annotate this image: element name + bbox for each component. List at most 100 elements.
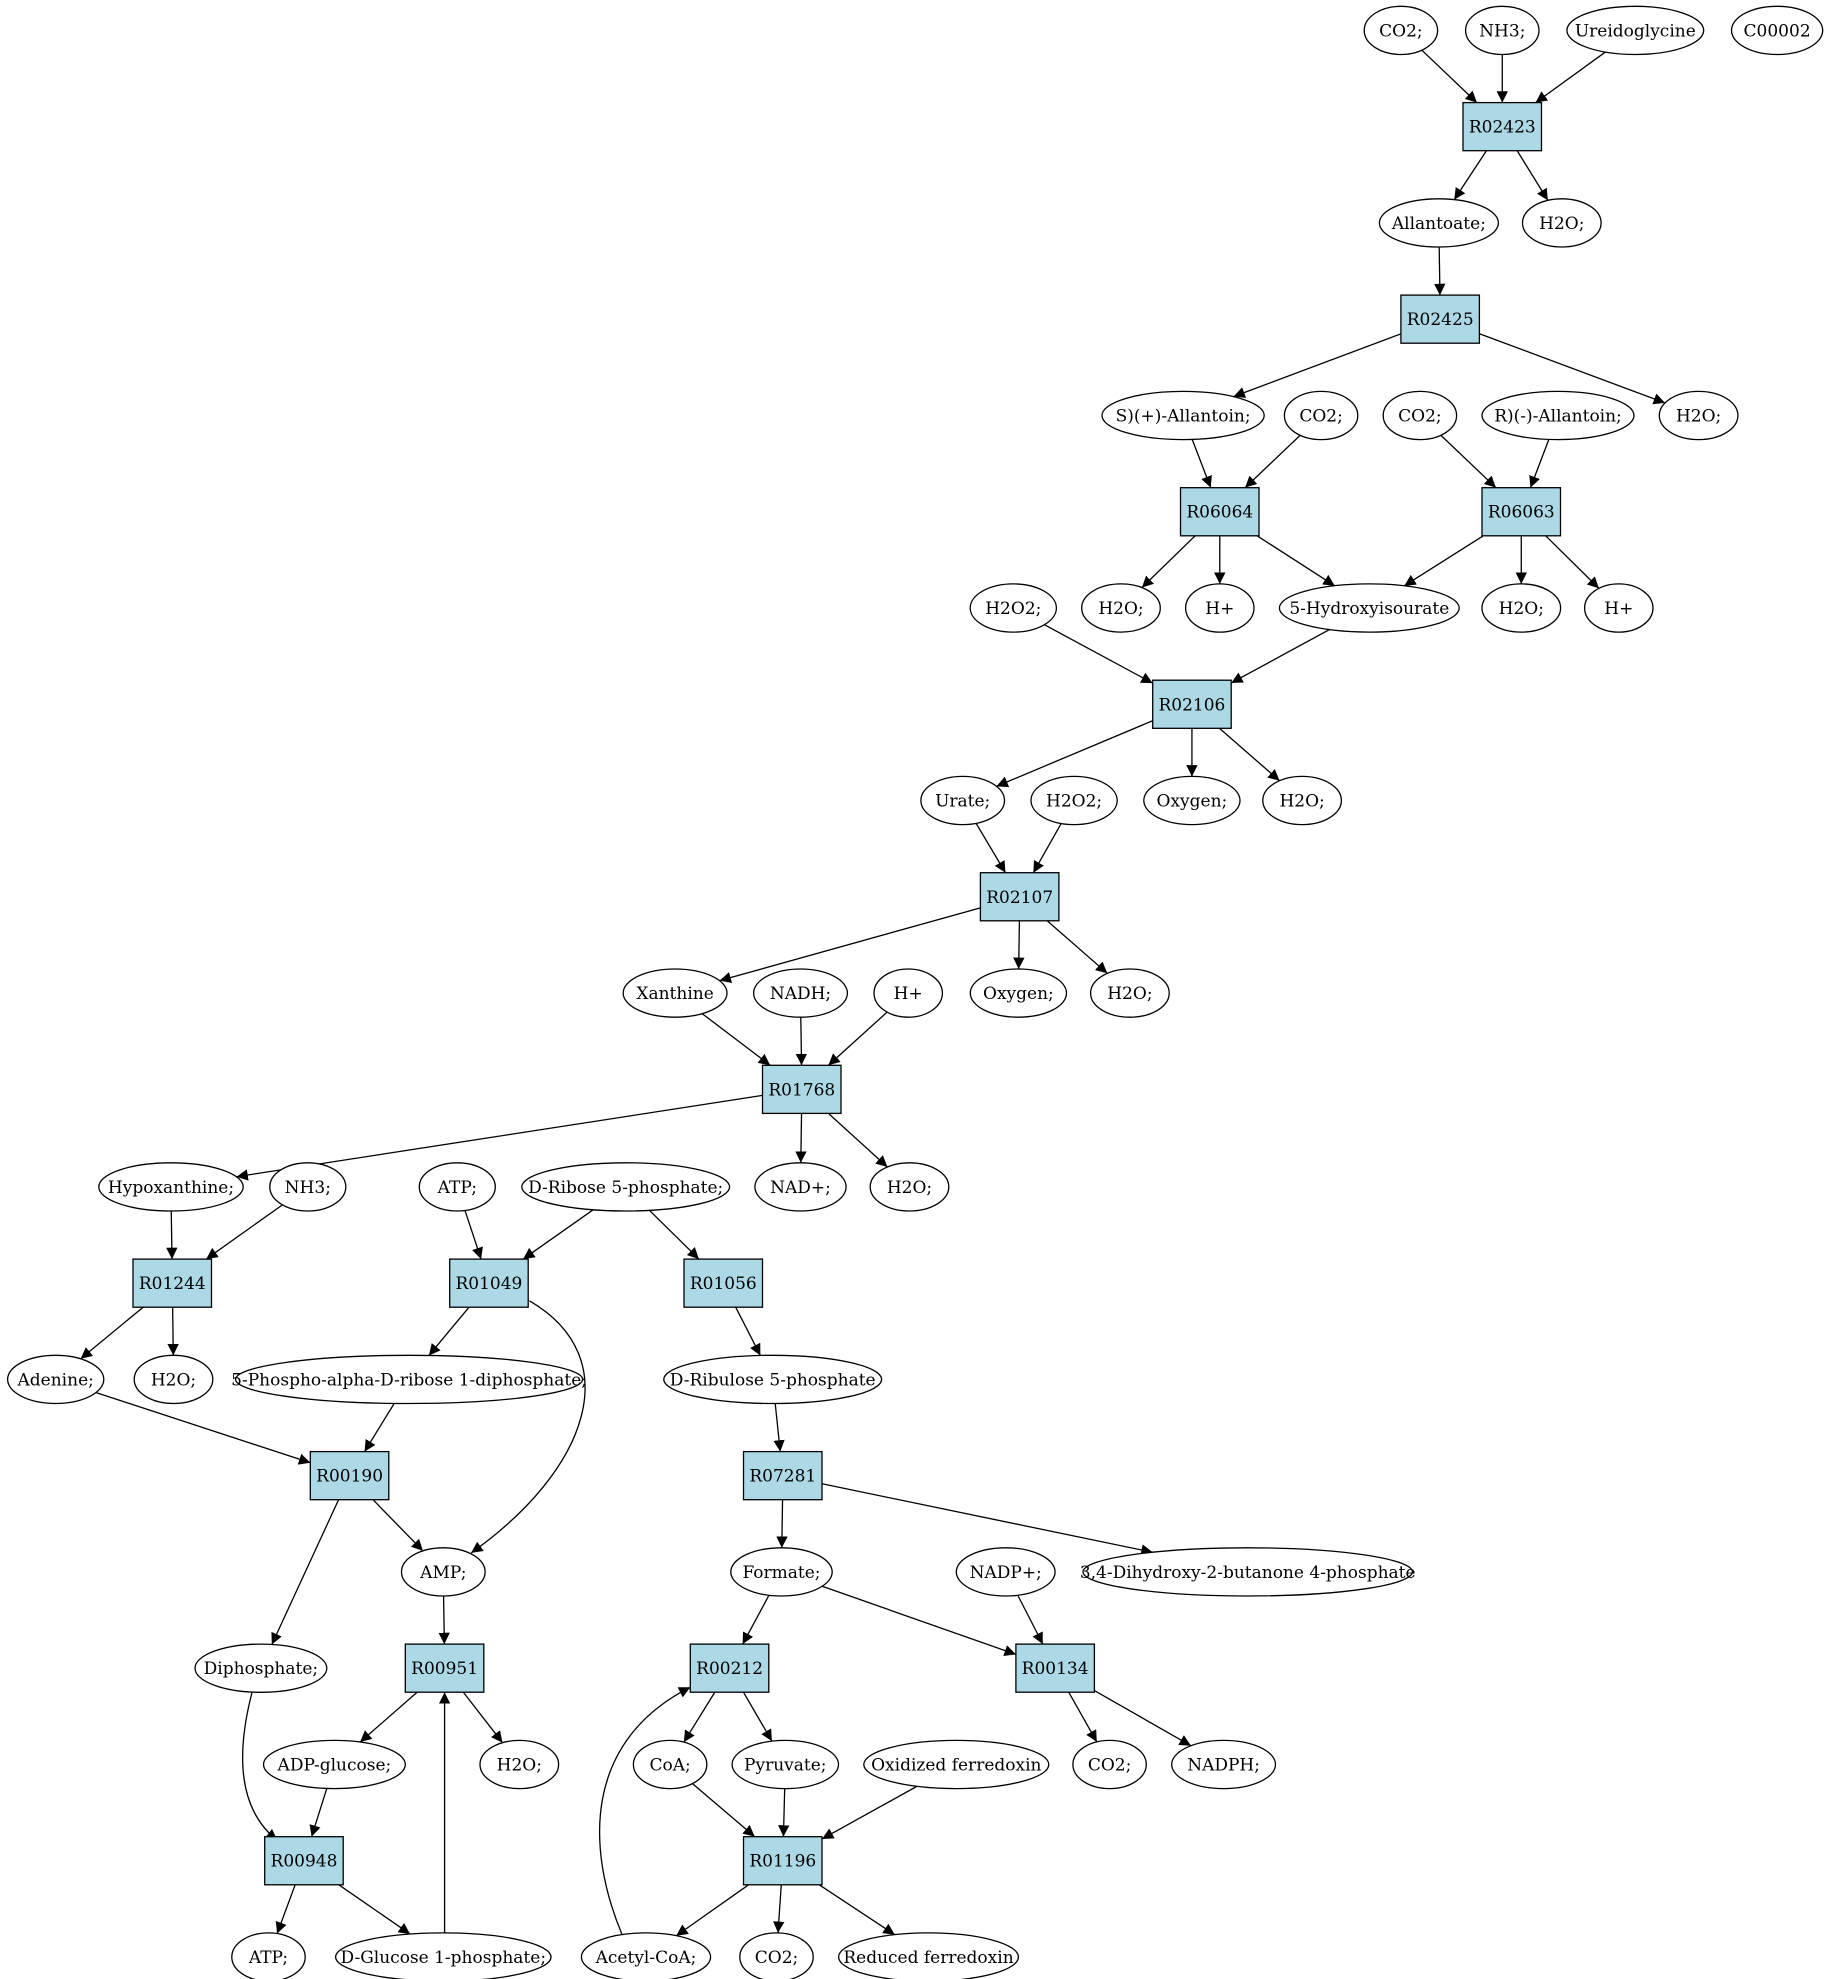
node-label: NADH;: [770, 984, 831, 1004]
compound-node-c_5hiu[interactable]: 5-Hydroxyisourate: [1278, 583, 1460, 633]
compound-node-c_hplus_1[interactable]: H+: [1184, 583, 1255, 633]
compound-node-c_h2o_8[interactable]: H2O;: [133, 1354, 214, 1405]
reaction-node-r_R00134[interactable]: R00134: [1015, 1643, 1096, 1693]
compound-node-c_urate[interactable]: Urate;: [920, 775, 1006, 826]
reaction-node-r_R01244[interactable]: R01244: [132, 1258, 213, 1308]
edge-r_R02106-to-c_urate: [996, 721, 1152, 788]
edge-r_R01196-to-c_redfd: [819, 1885, 894, 1935]
compound-node-c_xanthine[interactable]: Xanthine: [622, 968, 728, 1018]
reaction-node-r_R00212[interactable]: R00212: [689, 1643, 770, 1693]
compound-node-c_hypoxanthine[interactable]: Hypoxanthine;: [98, 1162, 244, 1212]
compound-node-c_coa[interactable]: CoA;: [632, 1739, 708, 1790]
edge-r_R00134-to-c_co2_4: [1069, 1692, 1097, 1742]
node-label: H2O2;: [985, 599, 1041, 619]
compound-node-c_diphosphate[interactable]: Diphosphate;: [194, 1643, 328, 1693]
compound-node-c_atp_2[interactable]: ATP;: [231, 1932, 306, 1979]
reaction-node-r_R01196[interactable]: R01196: [742, 1836, 823, 1886]
reaction-box: [742, 1450, 823, 1501]
compound-node-c_oxygen_1[interactable]: Oxygen;: [1143, 775, 1241, 826]
compound-node-c_oxfd[interactable]: Oxidized ferredoxin: [863, 1739, 1050, 1790]
reaction-box: [132, 1258, 213, 1308]
reaction-node-r_R07281[interactable]: R07281: [742, 1450, 823, 1501]
compound-node-c_hplus_2[interactable]: H+: [1583, 583, 1654, 633]
compound-node-c_nadh[interactable]: NADH;: [752, 968, 849, 1018]
edge-c_s_allantoin-to-r_R06064: [1192, 439, 1212, 487]
compound-node-c_adenine[interactable]: Adenine;: [6, 1354, 105, 1405]
compound-node-c_ureidoglycine[interactable]: Ureidoglycine: [1566, 5, 1705, 56]
node-label: R02425: [1407, 310, 1474, 330]
compound-node-c_nadpplus[interactable]: NADP+;: [955, 1547, 1056, 1597]
node-label: H2O;: [1279, 792, 1324, 812]
compound-node-c_co2_2[interactable]: CO2;: [1283, 390, 1359, 441]
compound-node-c_h2o_9[interactable]: H2O;: [479, 1739, 560, 1790]
reaction-node-r_R06064[interactable]: R06064: [1179, 487, 1260, 537]
compound-node-c_acetylcoa[interactable]: Acetyl-CoA;: [580, 1932, 712, 1979]
compound-ellipse: [194, 1643, 328, 1693]
node-label: AMP;: [419, 1563, 466, 1583]
reaction-node-r_R00951[interactable]: R00951: [404, 1643, 485, 1693]
compound-node-c_co2_1[interactable]: CO2;: [1363, 5, 1439, 56]
compound-node-c_atp_1[interactable]: ATP;: [418, 1162, 496, 1212]
compound-node-c_g1p[interactable]: D-Glucose 1-phosphate;: [334, 1932, 552, 1979]
compound-node-c_r5p[interactable]: D-Ribose 5-phosphate;: [521, 1162, 731, 1212]
node-label: Acetyl-CoA;: [595, 1948, 697, 1968]
compound-node-c_h2o_7[interactable]: H2O;: [869, 1162, 950, 1212]
reaction-node-r_R06063[interactable]: R06063: [1481, 487, 1562, 537]
reaction-node-r_R01056[interactable]: R01056: [683, 1258, 764, 1308]
compound-ellipse: [1464, 5, 1540, 56]
reaction-node-r_R02423[interactable]: R02423: [1462, 101, 1543, 152]
compound-ellipse: [1378, 198, 1500, 248]
edge-r_R06063-to-c_hplus_2: [1546, 536, 1599, 589]
compound-node-c_h2o_2[interactable]: H2O;: [1658, 390, 1739, 441]
edge-r_R01768-to-c_nadplus: [795, 1113, 807, 1162]
compound-ellipse: [622, 968, 728, 1018]
compound-node-c_nh3_2[interactable]: NH3;: [269, 1162, 347, 1212]
reaction-node-r_R02425[interactable]: R02425: [1400, 294, 1481, 344]
compound-node-c_h2o2_2[interactable]: H2O2;: [1030, 775, 1118, 826]
compound-node-c_h2o_1[interactable]: H2O;: [1521, 198, 1602, 248]
edge-r_R06064-to-c_5hiu: [1257, 536, 1335, 586]
compound-ellipse: [1658, 390, 1739, 441]
compound-node-c_r_allantoin[interactable]: R)(-)-Allantoin;: [1481, 390, 1635, 441]
reaction-node-r_R00190[interactable]: R00190: [309, 1450, 390, 1501]
compound-node-c_prpp[interactable]: 5-Phospho-alpha-D-ribose 1-diphosphate;: [231, 1354, 587, 1405]
compound-node-c_h2o_6[interactable]: H2O;: [1089, 968, 1170, 1018]
node-label: R00190: [316, 1467, 383, 1487]
compound-node-c_h2o2_1[interactable]: H2O2;: [969, 583, 1058, 633]
compound-node-c_c00002[interactable]: C00002: [1730, 5, 1824, 56]
compound-node-c_co2_5[interactable]: CO2;: [739, 1932, 814, 1979]
reaction-node-r_R01049[interactable]: R01049: [449, 1258, 529, 1308]
compound-node-c_nh3_1[interactable]: NH3;: [1464, 5, 1540, 56]
compound-ellipse: [1101, 390, 1265, 441]
compound-node-c_nadph[interactable]: NADPH;: [1171, 1739, 1277, 1790]
compound-node-c_formate[interactable]: Formate;: [730, 1547, 833, 1597]
compound-node-c_redfd[interactable]: Reduced ferredoxin: [837, 1932, 1020, 1979]
compound-node-c_h2o_4[interactable]: H2O;: [1481, 583, 1562, 633]
edge-r_R00212-to-c_pyruvate: [744, 1692, 772, 1741]
compound-node-c_amp[interactable]: AMP;: [400, 1547, 486, 1597]
compound-node-c_co2_4[interactable]: CO2;: [1072, 1739, 1147, 1790]
compound-node-c_s_allantoin[interactable]: S)(+)-Allantoin;: [1101, 390, 1265, 441]
compound-node-c_oxygen_2[interactable]: Oxygen;: [969, 968, 1068, 1018]
compound-node-c_hplus_3[interactable]: H+: [873, 968, 944, 1018]
compound-node-c_allantoate[interactable]: Allantoate;: [1378, 198, 1500, 248]
edge-c_coa-to-r_R01196: [692, 1784, 754, 1837]
compound-node-c_co2_3[interactable]: CO2;: [1382, 390, 1458, 441]
edge-c_nh3_2-to-r_R01244: [206, 1205, 282, 1259]
compound-node-c_dhbp[interactable]: 3,4-Dihydroxy-2-butanone 4-phosphate: [1080, 1547, 1416, 1597]
compound-node-c_nadplus[interactable]: NAD+;: [754, 1162, 847, 1212]
node-label: CO2;: [1379, 21, 1423, 41]
compound-node-c_pyruvate[interactable]: Pyruvate;: [731, 1739, 840, 1790]
compound-node-c_ru5p[interactable]: D-Ribulose 5-phosphate: [663, 1354, 883, 1405]
compound-node-c_adpglucose[interactable]: ADP-glucose;: [262, 1739, 406, 1790]
edge-c_formate-to-r_R00212: [743, 1595, 769, 1644]
compound-node-c_h2o_3[interactable]: H2O;: [1081, 583, 1161, 633]
reaction-node-r_R00948[interactable]: R00948: [264, 1836, 344, 1886]
node-label: R07281: [749, 1467, 816, 1487]
edge-r_R00948-to-c_g1p: [339, 1885, 410, 1934]
reaction-node-r_R02106[interactable]: R02106: [1152, 679, 1232, 729]
reaction-node-r_R01768[interactable]: R01768: [761, 1064, 842, 1115]
edge-r_R01244-to-c_adenine: [81, 1307, 143, 1359]
compound-node-c_h2o_5[interactable]: H2O;: [1262, 775, 1343, 826]
reaction-node-r_R02107[interactable]: R02107: [979, 872, 1060, 922]
